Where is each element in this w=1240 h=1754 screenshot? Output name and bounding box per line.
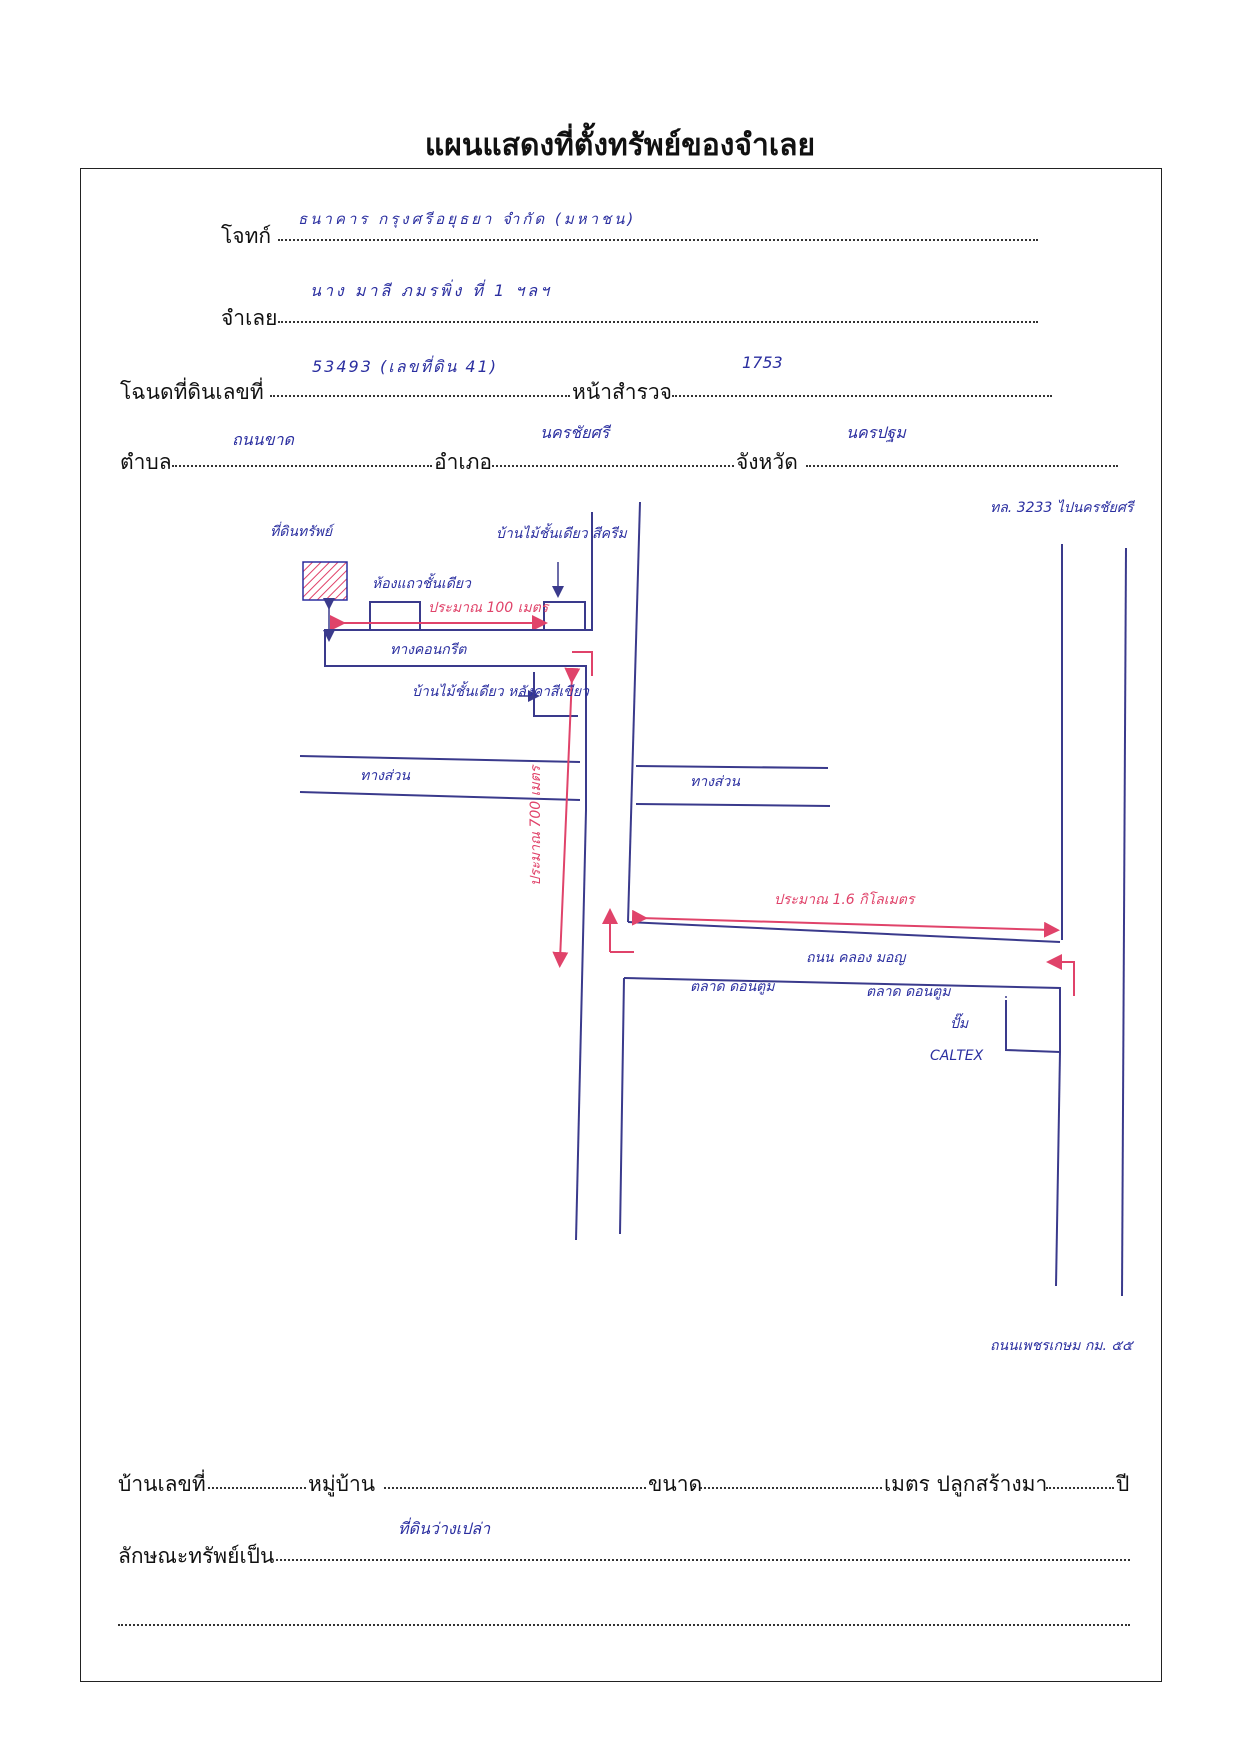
map-label-old-house-mid: บ้านไม้ชั้นเดียว หลังคาสีเขียว xyxy=(412,681,590,700)
village-line xyxy=(384,1487,646,1489)
dim-700m-line xyxy=(552,667,581,968)
dim-1-6km-line xyxy=(631,909,1060,938)
lower-road-west xyxy=(619,977,625,1235)
side-road-right-top xyxy=(635,765,829,769)
district-value: นครชัยศรี xyxy=(540,423,610,442)
plaintiff-value: ธนาคาร กรุงศรีอยุธยา จำกัด (มหาชน) xyxy=(298,210,637,228)
property-parcel xyxy=(302,561,348,601)
house-no-label: บ้านเลขที่ xyxy=(118,1472,206,1496)
middle-road-west xyxy=(627,501,641,923)
map-label-caltex: CALTEX xyxy=(930,1048,984,1064)
highway-east xyxy=(1121,547,1127,1297)
map-label-old-house-top: บ้านไม้ชั้นเดียว สีครีม xyxy=(496,523,627,542)
row-house-outline xyxy=(369,601,421,630)
map-label-row-house: ห้องแถวชั้นเดียว xyxy=(372,573,472,592)
survey-label: หน้าสำรวจ xyxy=(572,380,672,404)
map-label-sign-right: ตลาด ดอนตูม xyxy=(866,984,951,1000)
map-label-property: ที่ดินทรัพย์ xyxy=(270,521,335,540)
lane-turn-marker xyxy=(572,651,593,676)
extra-line xyxy=(118,1624,1130,1626)
property-type-value: ที่ดินว่างเปล่า xyxy=(398,1519,491,1538)
deed-label: โฉนดที่ดินเลขที่ xyxy=(120,380,264,404)
lane-road xyxy=(324,512,593,810)
deed-value: 53493 (เลขที่ดิน 41) xyxy=(312,357,498,376)
lane-lower xyxy=(575,809,587,1241)
map-label-dist-100m: ประมาณ 100 เมตร xyxy=(428,600,550,616)
highway-west-lower xyxy=(1055,1051,1061,1287)
highway-turn-marker xyxy=(1052,961,1075,996)
side-road-left-top xyxy=(299,755,581,763)
map-label-side-road-left: ทางส่วน xyxy=(360,768,410,784)
form-frame xyxy=(80,168,1162,1682)
defendant-label: จำเลย xyxy=(221,306,278,330)
side-road-left-bottom xyxy=(299,791,581,801)
village-label: หมู่บ้าน xyxy=(308,1472,376,1496)
old-house-top-outline xyxy=(543,601,586,630)
defendant-line xyxy=(278,321,1038,323)
map-label-sign-left: ตลาด ดอนตูม xyxy=(690,979,775,995)
house-no-line xyxy=(208,1487,306,1489)
size-label: ขนาด xyxy=(648,1472,703,1496)
plaintiff-label: โจทก์ xyxy=(221,224,272,248)
map-label-dist-1-6km: ประมาณ 1.6 กิโลเมตร xyxy=(774,891,916,908)
subdistrict-value: ถนนขาด xyxy=(232,430,294,449)
province-line xyxy=(806,465,1118,467)
province-value: นครปฐม xyxy=(846,423,906,442)
main-road-south xyxy=(623,977,1061,1052)
main-road-north xyxy=(627,921,1061,943)
district-line xyxy=(492,465,734,467)
map-label-lane: ทางคอนกรีต xyxy=(390,642,467,658)
survey-line xyxy=(672,395,1052,397)
map-label-highway: ทล. 3233 ไปนครชัยศรี xyxy=(990,499,1135,516)
map-label-main-road: ถนน คลอง มอญ xyxy=(806,950,907,966)
plaintiff-line xyxy=(278,239,1038,241)
province-label: จังหวัด xyxy=(736,450,798,474)
map-label-bottom-note: ถนนเพชรเกษม กม. ๕๕ xyxy=(990,1338,1135,1354)
gas-station-outline xyxy=(1005,1000,1061,1053)
subdistrict-label: ตำบล xyxy=(120,450,172,474)
size-line xyxy=(700,1487,882,1489)
side-road-right-bottom xyxy=(635,803,831,807)
district-label: อำเภอ xyxy=(434,450,493,474)
subdistrict-line xyxy=(172,465,432,467)
built-label: เมตร ปลูกสร้างมา xyxy=(884,1472,1048,1496)
page-title: แผนแสดงที่ตั้งทรัพย์ของจำเลย xyxy=(424,128,816,163)
property-type-label: ลักษณะทรัพย์เป็น xyxy=(118,1544,275,1568)
built-line xyxy=(1046,1487,1114,1489)
map-label-side-road-right: ทางส่วน xyxy=(690,774,740,790)
survey-value: 1753 xyxy=(742,353,783,372)
built-suffix: ปี xyxy=(1116,1472,1130,1496)
defendant-value: นาง มาลี ภมรพิ่ง ที่ 1 ฯลฯ xyxy=(310,281,553,300)
property-type-line xyxy=(276,1559,1130,1561)
deed-line xyxy=(270,395,570,397)
map-label-gas-station: ปั๊ม xyxy=(950,1013,969,1032)
map-label-dist-700m: ประมาณ 700 เมตร xyxy=(528,764,544,886)
